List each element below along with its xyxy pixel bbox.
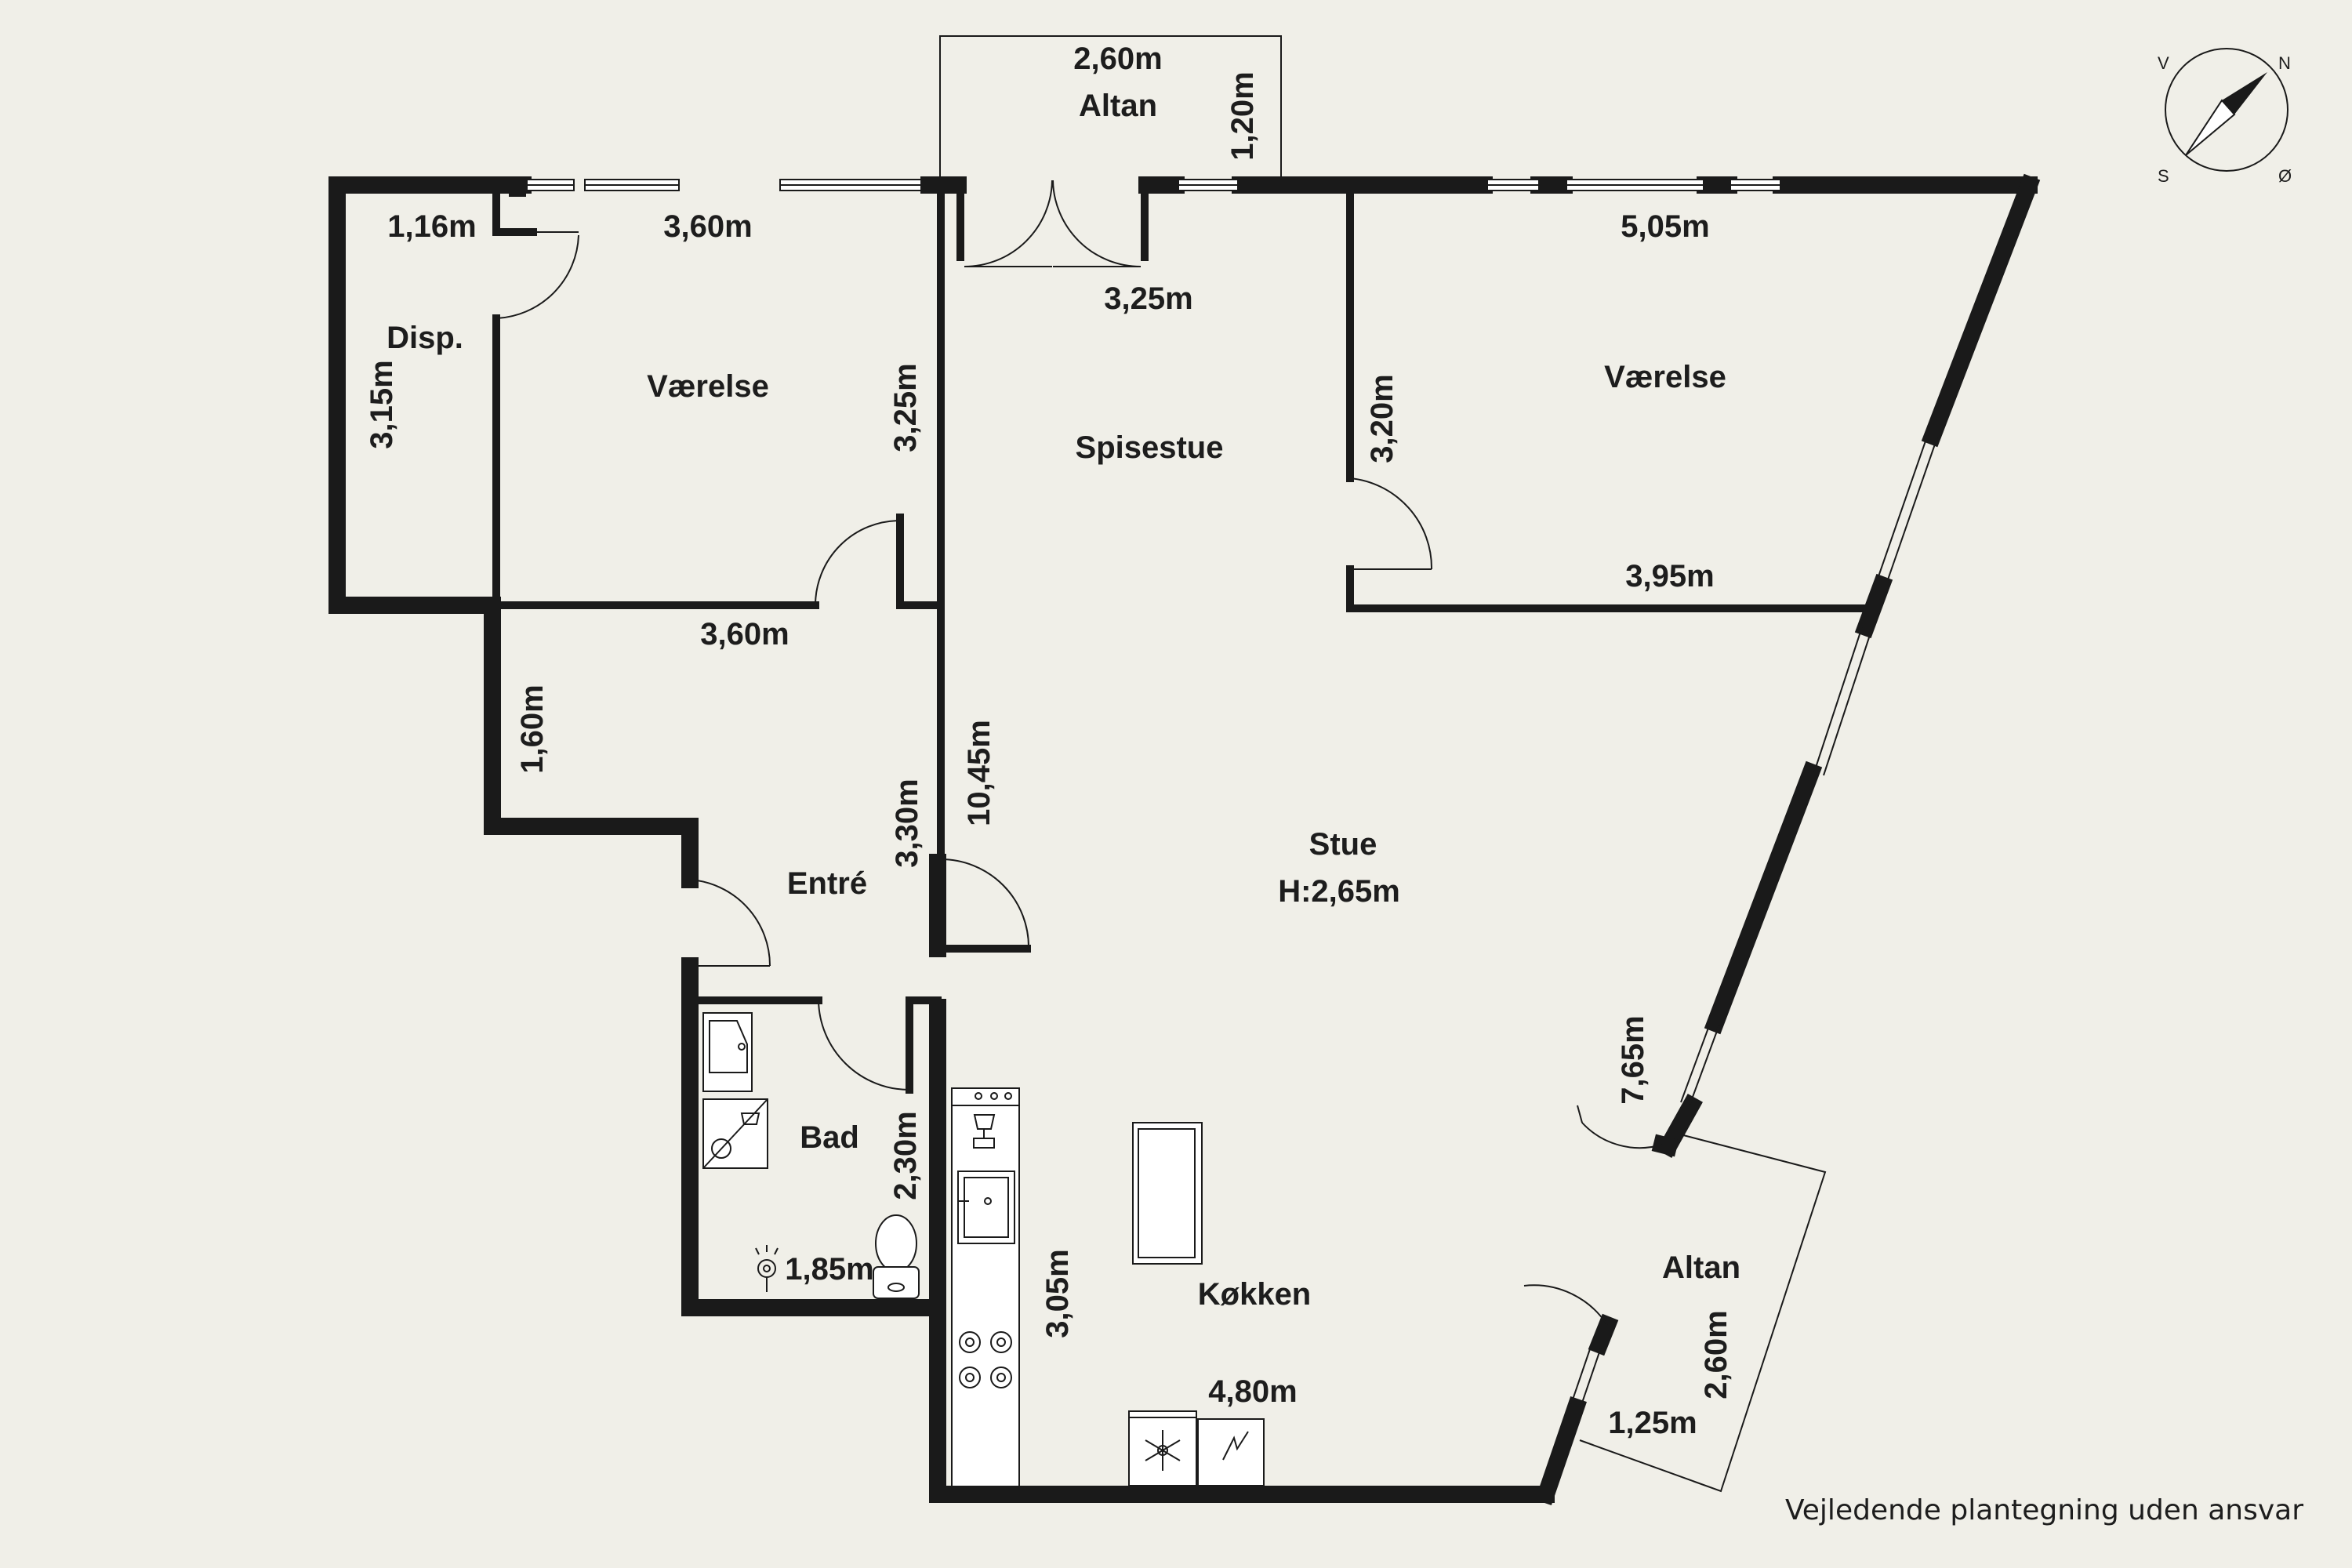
dimension-labels: 2,60m 1,20m 1,16m 3,15m 3,60m 3,25m 3,60… xyxy=(365,42,1733,1440)
room-labels: Altan Disp. Værelse Spisestue Værelse En… xyxy=(387,89,1740,1312)
dim-disp-length: 3,15m xyxy=(365,360,399,448)
dim-vaerelse-right-side: 3,20m xyxy=(1365,374,1399,463)
dim-vaerelse-left-side: 3,25m xyxy=(888,363,923,452)
dim-altan-top-width: 2,60m xyxy=(1073,42,1162,76)
bathroom-sink xyxy=(702,1012,753,1092)
room-spisestue: Spisestue xyxy=(1076,430,1224,465)
room-entre: Entré xyxy=(787,866,867,901)
interior-walls xyxy=(488,181,1875,1094)
cooktop xyxy=(959,1331,1012,1388)
exterior-walls xyxy=(328,173,2041,1505)
dim-stue-long: 10,45m xyxy=(962,720,996,826)
room-vaerelse-left: Værelse xyxy=(647,369,769,404)
dim-vaerelse-left-bottom: 3,60m xyxy=(700,617,789,652)
dim-bad-bottom: 1,85m xyxy=(785,1252,873,1287)
disclaimer: Vejledende plantegning uden ansvar xyxy=(1785,1494,2303,1526)
kitchen-sink xyxy=(957,1171,1015,1244)
fridge xyxy=(1197,1418,1265,1486)
snowflake-icon xyxy=(1145,1430,1181,1471)
room-altan-top: Altan xyxy=(1079,89,1157,123)
bathroom-fixtures xyxy=(702,1012,920,1299)
dim-koekken-side: 3,05m xyxy=(1040,1249,1075,1338)
dim-koekken-bottom: 4,80m xyxy=(1208,1374,1297,1409)
floor-drain xyxy=(755,1245,779,1292)
room-altan-bottom: Altan xyxy=(1662,1250,1740,1285)
compass-n: N xyxy=(2278,53,2291,73)
electric-icon xyxy=(1222,1431,1249,1461)
dim-altan-top-depth: 1,20m xyxy=(1225,71,1260,160)
freezer xyxy=(1128,1410,1197,1486)
kitchen-counter xyxy=(951,1087,1020,1487)
room-stue: Stue xyxy=(1309,827,1377,862)
compass: N Ø S V xyxy=(2158,48,2292,186)
room-koekken: Køkken xyxy=(1198,1277,1312,1312)
dim-bad-side: 2,30m xyxy=(888,1111,923,1200)
doors xyxy=(495,180,1663,1326)
dim-vaerelse-left-top: 3,60m xyxy=(663,209,752,244)
compass-s: S xyxy=(2158,166,2169,186)
windows xyxy=(526,179,1938,1408)
room-bad: Bad xyxy=(800,1120,859,1155)
dim-altan-bottom-side: 2,60m xyxy=(1699,1310,1733,1399)
dim-spisestue-top: 3,25m xyxy=(1104,281,1192,316)
balcony-bottom-outline xyxy=(1579,1131,1827,1493)
dim-stue-diagonal: 7,65m xyxy=(1616,1015,1650,1104)
compass-v: V xyxy=(2158,53,2169,73)
dim-vaerelse-right-bottom: 3,95m xyxy=(1625,559,1714,593)
room-disp: Disp. xyxy=(387,321,463,355)
balcony-top-outline xyxy=(939,35,1282,185)
room-stue-height: H:2,65m xyxy=(1278,874,1400,909)
dishwasher-icon xyxy=(973,1114,996,1149)
toilet xyxy=(873,1214,920,1299)
compass-o: Ø xyxy=(2278,166,2292,186)
dim-vaerelse-right-top: 5,05m xyxy=(1621,209,1709,244)
dim-entre-right: 3,30m xyxy=(890,779,924,867)
kitchen-fixtures xyxy=(951,1087,1265,1487)
room-vaerelse-right: Værelse xyxy=(1604,360,1726,394)
kitchen-island xyxy=(1132,1122,1203,1265)
dim-entre-side: 1,60m xyxy=(515,684,550,773)
dim-disp-width: 1,16m xyxy=(387,209,476,244)
dim-altan-bottom-width: 1,25m xyxy=(1608,1406,1697,1440)
